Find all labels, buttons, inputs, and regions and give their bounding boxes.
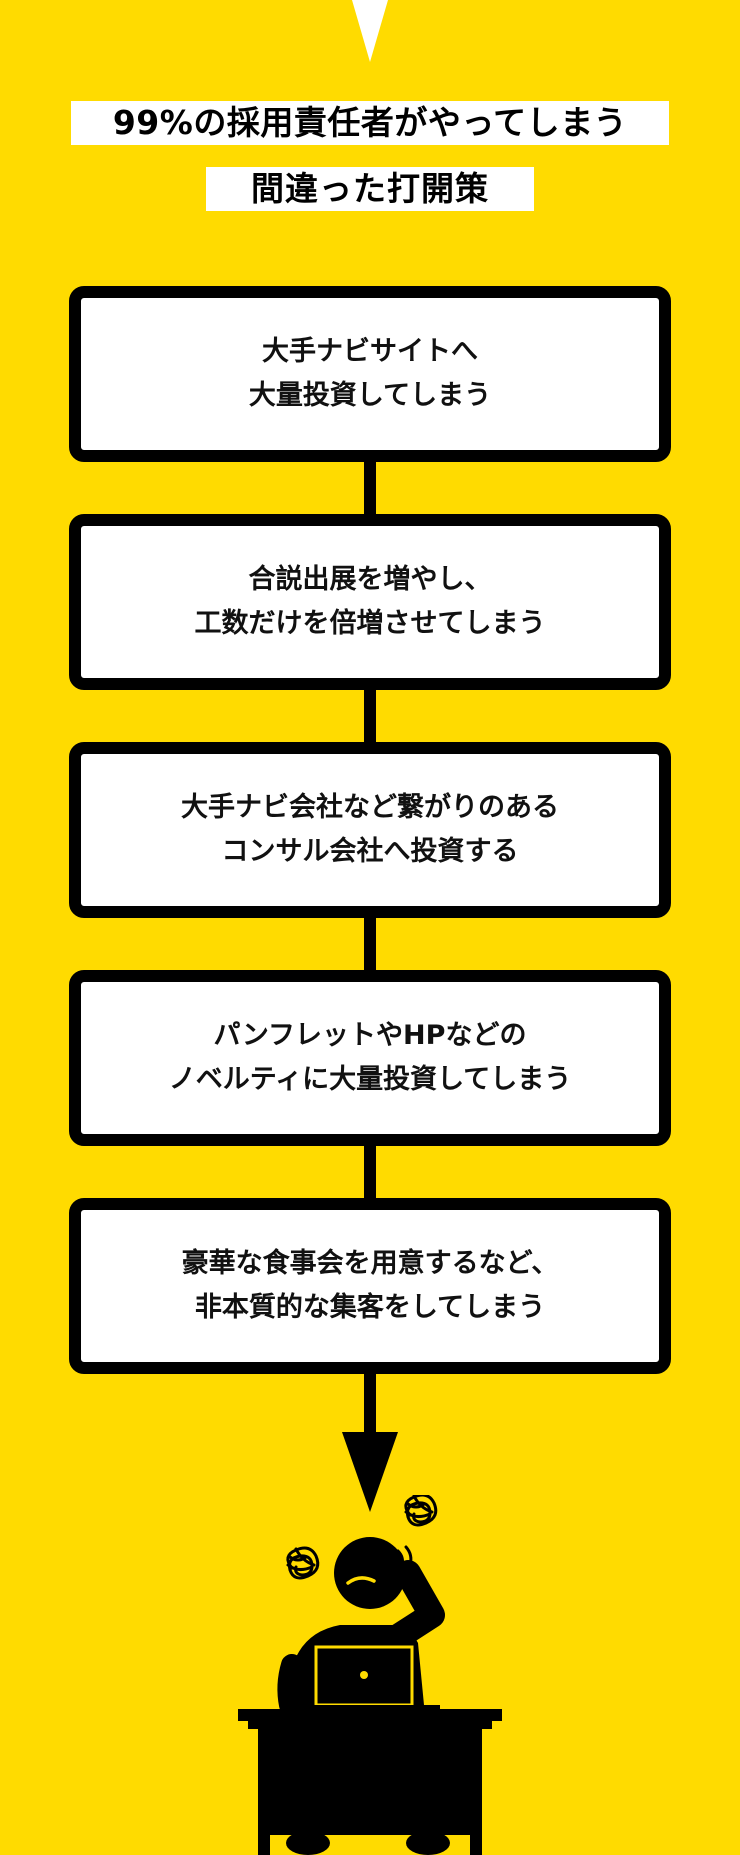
step-2-line-1: 合説出展を増やし、 (248, 564, 492, 595)
step-box-3: 大手ナビ会社など繋がりのある コンサル会社へ投資する (69, 742, 671, 918)
page-title-line-1: 99%の採用責任者がやってしまう (71, 101, 669, 145)
page-title-line-2: 間違った打開策 (206, 167, 534, 211)
flow-connector (364, 455, 376, 525)
step-box-5: 豪華な食事会を用意するなど、 非本質的な集客をしてしまう (69, 1198, 671, 1374)
step-1-line-2: 大量投資してしまう (248, 380, 492, 411)
arrow-down-icon (342, 1362, 398, 1512)
step-box-2: 合説出展を増やし、 工数だけを倍増させてしまう (69, 514, 671, 690)
step-box-1: 大手ナビサイトへ 大量投資してしまう (69, 286, 671, 462)
step-2-line-2: 工数だけを倍増させてしまう (194, 608, 546, 639)
flow-connector (364, 683, 376, 753)
step-5-line-2: 非本質的な集客をしてしまう (194, 1292, 546, 1323)
step-3-line-2: コンサル会社へ投資する (221, 836, 519, 867)
flow-connector (364, 911, 376, 981)
step-4-line-1: パンフレットやHPなどの (213, 1020, 527, 1051)
step-3-line-1: 大手ナビ会社など繋がりのある (181, 792, 559, 823)
triangle-down-icon (352, 0, 388, 62)
step-4-line-2: ノベルティに大量投資してしまう (168, 1064, 572, 1095)
step-1-line-1: 大手ナビサイトへ (261, 336, 478, 367)
worried-person-at-desk-icon (238, 1495, 502, 1855)
flow-connector (364, 1139, 376, 1209)
step-box-4: パンフレットやHPなどの ノベルティに大量投資してしまう (69, 970, 671, 1146)
step-5-line-1: 豪華な食事会を用意するなど、 (181, 1248, 559, 1279)
